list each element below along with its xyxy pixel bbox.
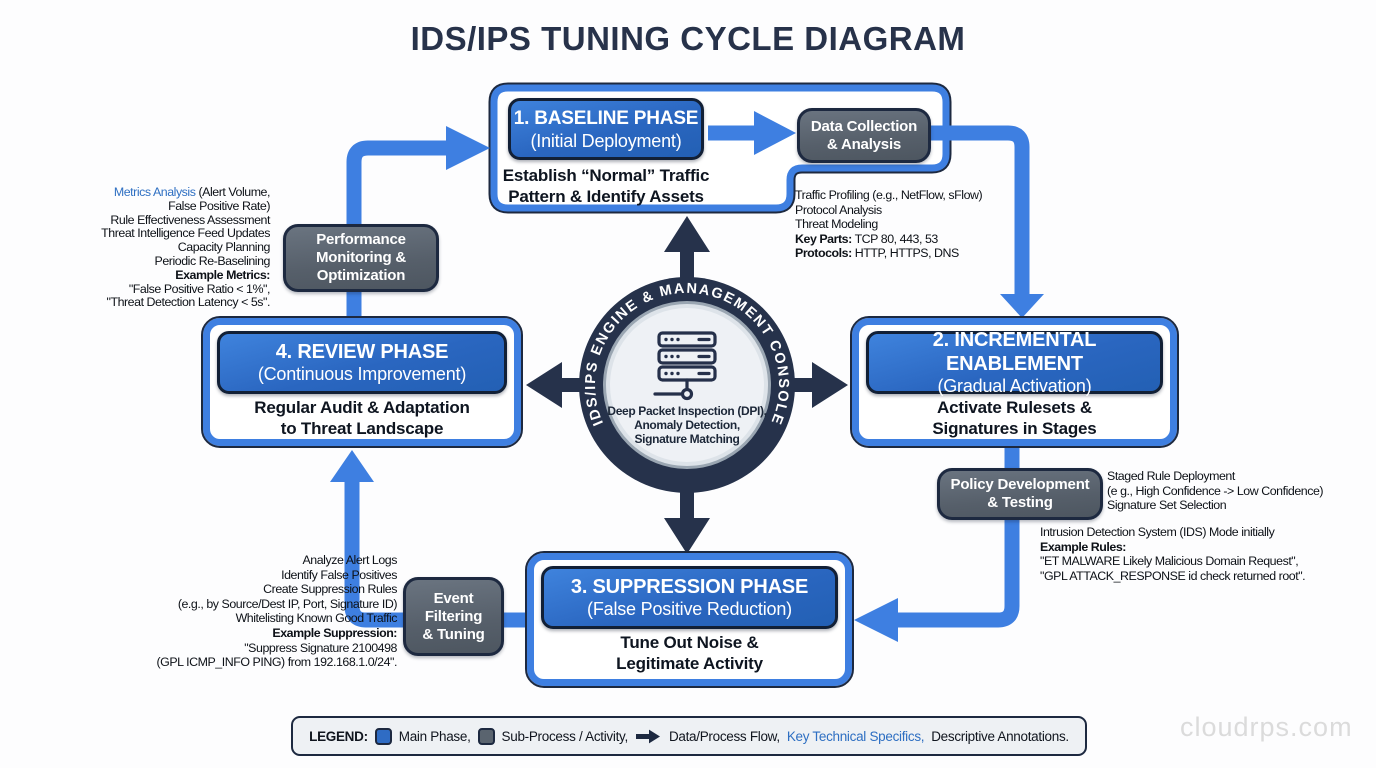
event-filtering-box: Event Filtering & Tuning bbox=[403, 577, 504, 656]
baseline-phase-subtitle: (Initial Deployment) bbox=[530, 130, 682, 151]
page-title: IDS/IPS TUNING CYCLE DIAGRAM bbox=[410, 20, 966, 57]
review-metrics-annotation: Metrics Analysis (Alert Volume, False Po… bbox=[101, 185, 270, 310]
sub-process-swatch-icon bbox=[477, 727, 495, 745]
incremental-phase-desc: Activate Rulesets & Signatures in Stages bbox=[932, 398, 1097, 438]
flow-baseline-to-datacollection bbox=[708, 111, 796, 155]
hub-arrow-down-icon bbox=[664, 480, 710, 554]
legend-label: LEGEND: bbox=[309, 728, 368, 744]
flow-review-to-baseline bbox=[346, 126, 490, 318]
review-phase-subtitle: (Continuous Improvement) bbox=[257, 364, 467, 384]
main-phase-swatch-icon bbox=[374, 727, 392, 745]
legend-bar: LEGEND: Main Phase, Sub-Process / Activi… bbox=[291, 716, 1087, 756]
performance-monitoring-box: Performance Monitoring & Optimization bbox=[283, 224, 439, 292]
legend-annotations: Descriptive Annotations. bbox=[931, 728, 1069, 744]
flow-incremental-to-suppression bbox=[854, 446, 1020, 642]
suppression-phase-box: 3. SUPPRESSION PHASE (False Positive Red… bbox=[541, 566, 838, 629]
review-phase-title: 4. REVIEW PHASE bbox=[275, 341, 449, 363]
legend-flow: Data/Process Flow, bbox=[668, 728, 780, 744]
watermark: cloudrps.com bbox=[1180, 712, 1353, 742]
review-phase-box: 4. REVIEW PHASE (Continuous Improvement) bbox=[217, 331, 507, 394]
suppression-phase-subtitle: (False Positive Reduction) bbox=[587, 599, 792, 619]
baseline-phase-desc: Establish “Normal” Traffic Pattern & Ide… bbox=[502, 166, 710, 206]
legend-main-phase: Main Phase, bbox=[398, 728, 471, 744]
policy-development-box: Policy Development & Testing bbox=[937, 468, 1103, 520]
incremental-phase-title: 2. INCREMENTAL ENABLEMENT bbox=[932, 329, 1097, 375]
legend-sub-process: Sub-Process / Activity, bbox=[501, 728, 629, 744]
hub-core-text: Deep Packet Inspection (DPI), Anomaly De… bbox=[607, 404, 767, 446]
hub-arrow-left-icon bbox=[526, 362, 600, 408]
suppression-specs-annotation: Analyze Alert Logs Identify False Positi… bbox=[156, 553, 397, 670]
server-stack-icon bbox=[653, 331, 717, 401]
flow-datacollection-to-incremental bbox=[916, 125, 1044, 318]
review-phase-desc: Regular Audit & Adaptation to Threat Lan… bbox=[254, 398, 470, 438]
hub-arrow-right-icon bbox=[774, 362, 848, 408]
data-collection-box: Data Collection & Analysis bbox=[797, 108, 931, 163]
baseline-phase-box: 1. BASELINE PHASE (Initial Deployment) bbox=[508, 98, 704, 160]
suppression-phase-title: 3. SUPPRESSION PHASE bbox=[570, 576, 809, 598]
policy-specs-annotation: Staged Rule Deployment (e g., High Confi… bbox=[1107, 469, 1324, 513]
flow-suppression-to-review bbox=[330, 450, 527, 628]
metrics-analysis-link: Metrics Analysis bbox=[113, 185, 196, 199]
hub-ring-text: IDS/IPS ENGINE & MANAGEMENT CONSOLE bbox=[583, 281, 790, 428]
hub-arrow-up-icon bbox=[664, 216, 710, 290]
suppression-phase-desc: Tune Out Noise & Legitimate Activity bbox=[616, 633, 763, 673]
baseline-specs-annotation: Traffic Profiling (e.g., NetFlow, sFlow)… bbox=[795, 188, 983, 261]
flow-arrow-icon bbox=[635, 729, 660, 743]
enablement-notes-annotation: Intrusion Detection System (IDS) Mode in… bbox=[1040, 525, 1306, 583]
baseline-phase-title: 1. BASELINE PHASE bbox=[513, 107, 699, 129]
legend-key-specifics: Key Technical Specifics, bbox=[786, 728, 925, 744]
hub-cross-arrows bbox=[526, 216, 848, 554]
incremental-phase-subtitle: (Gradual Activation) bbox=[937, 376, 1092, 396]
incremental-phase-box: 2. INCREMENTAL ENABLEMENT (Gradual Activ… bbox=[866, 329, 1163, 396]
